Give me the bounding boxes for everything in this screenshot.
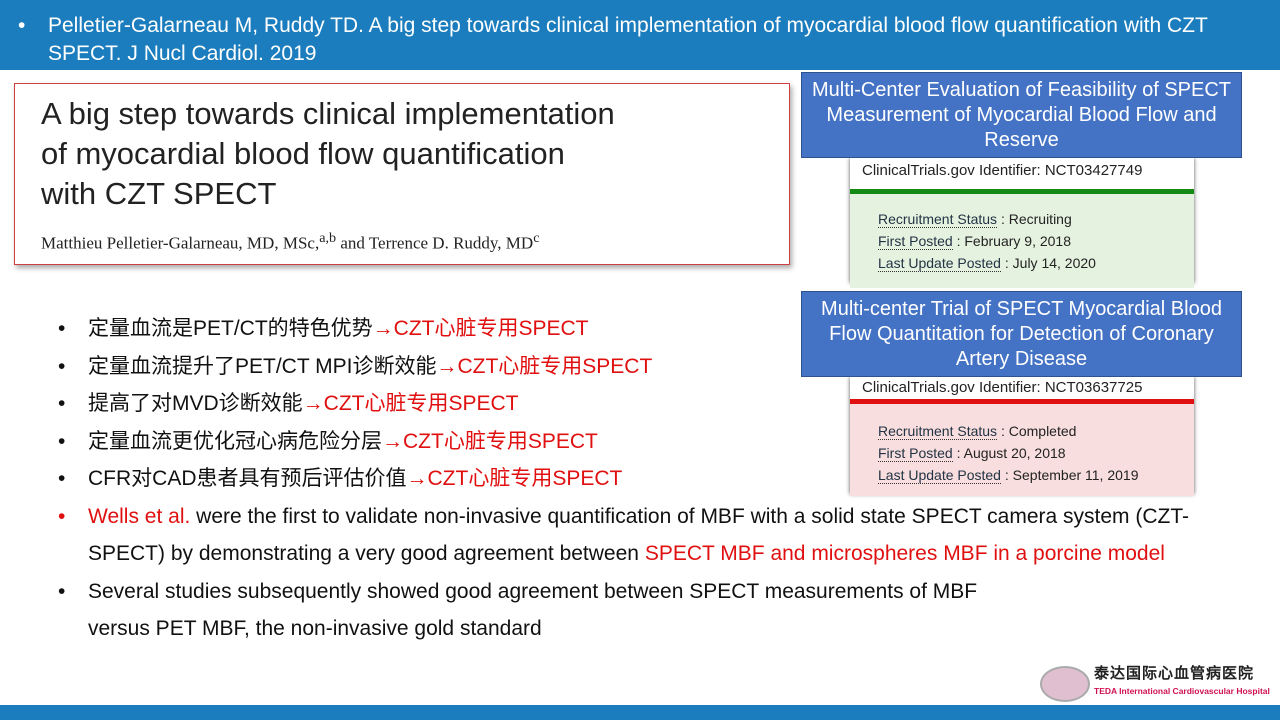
bullet-highlight: →CZT心脏专用SPECT (382, 429, 598, 453)
row-value: : September 11, 2019 (1000, 467, 1139, 483)
bullet-highlight: Wells et al. (88, 504, 191, 528)
bullet-text: Several studies subsequently showed good… (88, 579, 978, 641)
row-label: Last Update Posted (878, 255, 1001, 272)
row-value: : July 14, 2020 (1000, 255, 1096, 271)
trial-2-card: ClinicalTrials.gov Identifier: NCT036377… (850, 377, 1194, 496)
hospital-logo: 泰达国际心血管病医院 TEDA International Cardiovasc… (1040, 664, 1275, 702)
trial-identifier: ClinicalTrials.gov Identifier: NCT036377… (850, 377, 1194, 399)
trial-2-title-text: Multi-center Trial of SPECT Myocardial B… (821, 297, 1222, 370)
row-value: : Recruiting (997, 211, 1072, 227)
row-value: : August 20, 2018 (952, 445, 1066, 461)
row-value: : February 9, 2018 (952, 233, 1071, 249)
trial-row: Last Update Posted : July 14, 2020 (878, 252, 1194, 274)
bullet-item: 定量血流更优化冠心病危险分层→CZT心脏专用SPECT (58, 423, 828, 461)
bullet-highlight: SPECT MBF and microspheres MBF in a porc… (644, 542, 1165, 565)
affil: c (533, 230, 540, 246)
trial-1-title: Multi-Center Evaluation of Feasibility o… (801, 72, 1242, 158)
row-value: : Completed (997, 423, 1077, 439)
trial-row: Recruitment Status : Recruiting (878, 208, 1194, 230)
trial-body: Recruitment Status : Recruiting First Po… (850, 194, 1194, 288)
bullet-text: were the first to validate non-invasive … (88, 504, 1189, 566)
bullet-item: CFR对CAD患者具有预后评估价值→CZT心脏专用SPECT (58, 460, 828, 498)
trial-row: Recruitment Status : Completed (878, 420, 1194, 442)
logo-en: TEDA International Cardiovascular Hospit… (1094, 686, 1270, 696)
bullet-text: CFR对CAD患者具有预后评估价值 (88, 467, 407, 490)
row-label: Recruitment Status (878, 423, 998, 440)
article-header-image: A big step towards clinical implementati… (14, 83, 790, 265)
trial-2-title: Multi-center Trial of SPECT Myocardial B… (801, 291, 1242, 377)
bullet-highlight: →CZT心脏专用SPECT (436, 354, 653, 378)
bullet-list: 定量血流是PET/CT的特色优势→CZT心脏专用SPECT 定量血流提升了PET… (58, 310, 1218, 648)
bullet-text: 定量血流提升了PET/CT MPI诊断效能 (88, 354, 437, 378)
bullet-item: 定量血流是PET/CT的特色优势→CZT心脏专用SPECT (58, 310, 828, 348)
header-bar: • Pelletier-Galarneau M, Ruddy TD. A big… (0, 0, 1280, 70)
trial-row: First Posted : February 9, 2018 (878, 230, 1194, 252)
row-label: Recruitment Status (878, 211, 998, 228)
trial-1-title-text: Multi-Center Evaluation of Feasibility o… (811, 78, 1232, 151)
bullet-item-several: Several studies subsequently showed good… (58, 573, 1038, 648)
bullet-highlight: →CZT心脏专用SPECT (302, 392, 519, 415)
row-label: First Posted (878, 233, 953, 250)
bullet-item-wells: Wells et al. were the first to validate … (58, 498, 1208, 573)
bullet-item: 定量血流提升了PET/CT MPI诊断效能→CZT心脏专用SPECT (58, 348, 828, 386)
bullet-text: 定量血流更优化冠心病危险分层 (88, 429, 382, 453)
bullet-highlight: →CZT心脏专用SPECT (406, 467, 623, 490)
bullet: • (18, 14, 26, 37)
author-2: and Terrence D. Ruddy, MD (336, 233, 534, 253)
row-label: First Posted (878, 445, 953, 462)
trial-row: Last Update Posted : September 11, 2019 (878, 464, 1194, 486)
trial-identifier: ClinicalTrials.gov Identifier: NCT034277… (850, 158, 1194, 189)
title-line: of myocardial blood flow quantification (41, 136, 565, 171)
logo-cn: 泰达国际心血管病医院 (1094, 664, 1255, 682)
bullet-item: 提高了对MVD诊断效能→CZT心脏专用SPECT (58, 385, 828, 423)
article-authors: Matthieu Pelletier-Galarneau, MD, MSc,a,… (41, 230, 540, 254)
article-title: A big step towards clinical implementati… (41, 94, 615, 214)
bullet-highlight: →CZT心脏专用SPECT (372, 317, 589, 340)
hospital-emblem-icon (1040, 666, 1090, 702)
title-line: with CZT SPECT (41, 176, 277, 211)
trial-1-card: ClinicalTrials.gov Identifier: NCT034277… (850, 158, 1194, 288)
citation: Pelletier-Galarneau M, Ruddy TD. A big s… (48, 14, 1208, 65)
status-line (850, 189, 1194, 194)
affil: a,b (319, 230, 337, 246)
status-line (850, 399, 1194, 404)
trial-body: Recruitment Status : Completed First Pos… (850, 404, 1194, 496)
bullet-text: 提高了对MVD诊断效能 (88, 392, 303, 415)
title-line: A big step towards clinical implementati… (41, 96, 615, 131)
trial-row: First Posted : August 20, 2018 (878, 442, 1194, 464)
author-1: Matthieu Pelletier-Galarneau, MD, MSc, (41, 233, 320, 253)
row-label: Last Update Posted (878, 467, 1001, 484)
bullet-text: 定量血流是PET/CT的特色优势 (88, 317, 373, 340)
footer-bar (0, 705, 1280, 720)
